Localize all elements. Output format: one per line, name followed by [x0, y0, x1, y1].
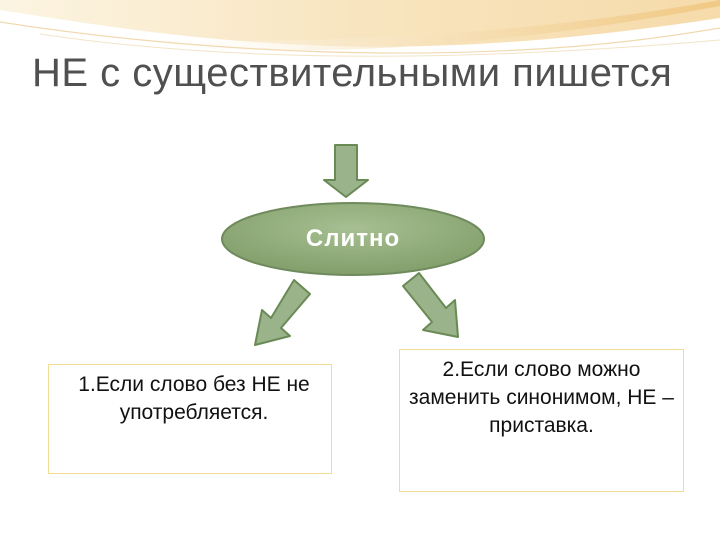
arrow-down-left-icon — [254, 279, 311, 346]
decorative-header-swoosh — [0, 0, 720, 57]
arrow-down-icon — [323, 144, 369, 198]
slide-title: НЕ с существительными пишется — [32, 51, 673, 95]
arrow-down-right-icon — [402, 272, 459, 338]
rule-box-1: 1.Если слово без НЕ не употребляется. — [48, 364, 332, 474]
center-node-shape — [221, 202, 485, 276]
rule-box-2: 2.Если слово можно заменить синонимом, Н… — [399, 349, 684, 492]
center-node-label: Слитно — [305, 225, 401, 252]
